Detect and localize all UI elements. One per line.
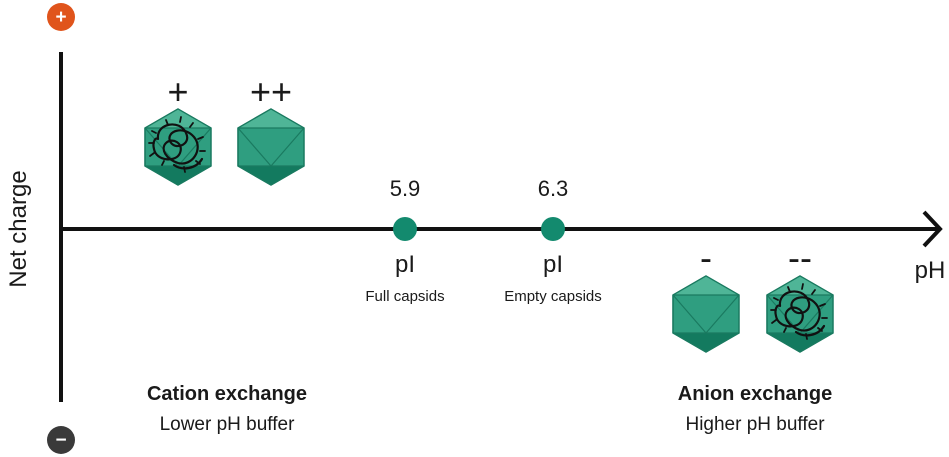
pi-symbol: pI (543, 251, 563, 278)
charge-label: - (700, 237, 712, 278)
capsid-full-negative: -- (766, 237, 834, 353)
empty-capsid-icon (672, 275, 740, 353)
pi-marker (541, 217, 565, 241)
svg-text:−: − (55, 430, 66, 451)
pi-value: 5.9 (390, 176, 421, 201)
pi-point-full-capsids: 5.9 pI Full capsids (365, 176, 444, 305)
region-title: Cation exchange (147, 383, 307, 405)
capsid-empty-positive: ++ (237, 71, 305, 186)
x-axis-label: pH (915, 257, 946, 284)
x-axis-arrowhead (922, 210, 943, 248)
pi-caption: Full capsids (365, 288, 444, 305)
region-subtitle: Higher pH buffer (685, 414, 825, 435)
capsid-full-positive: + (144, 71, 212, 186)
charge-label: -- (788, 237, 812, 278)
empty-capsid-icon (237, 108, 305, 186)
charge-label: + (167, 71, 188, 112)
region-subtitle: Lower pH buffer (160, 414, 296, 435)
region-title: Anion exchange (678, 383, 832, 405)
anion-exchange-caption: Anion exchange Higher pH buffer (678, 383, 832, 435)
positive-charge-icon: + (47, 3, 75, 31)
negative-charge-icon: − (47, 426, 75, 454)
pi-point-empty-capsids: 6.3 pI Empty capsids (504, 176, 602, 305)
pi-value: 6.3 (538, 176, 569, 201)
pi-caption: Empty capsids (504, 288, 602, 305)
y-axis-label: Net charge (5, 170, 32, 287)
svg-text:+: + (55, 7, 66, 28)
pi-marker (393, 217, 417, 241)
cation-exchange-caption: Cation exchange Lower pH buffer (147, 383, 307, 435)
full-capsid-icon (766, 275, 834, 353)
capsid-empty-negative: - (672, 237, 740, 353)
full-capsid-icon (144, 108, 212, 186)
pi-symbol: pI (395, 251, 415, 278)
charge-label: ++ (250, 71, 292, 112)
